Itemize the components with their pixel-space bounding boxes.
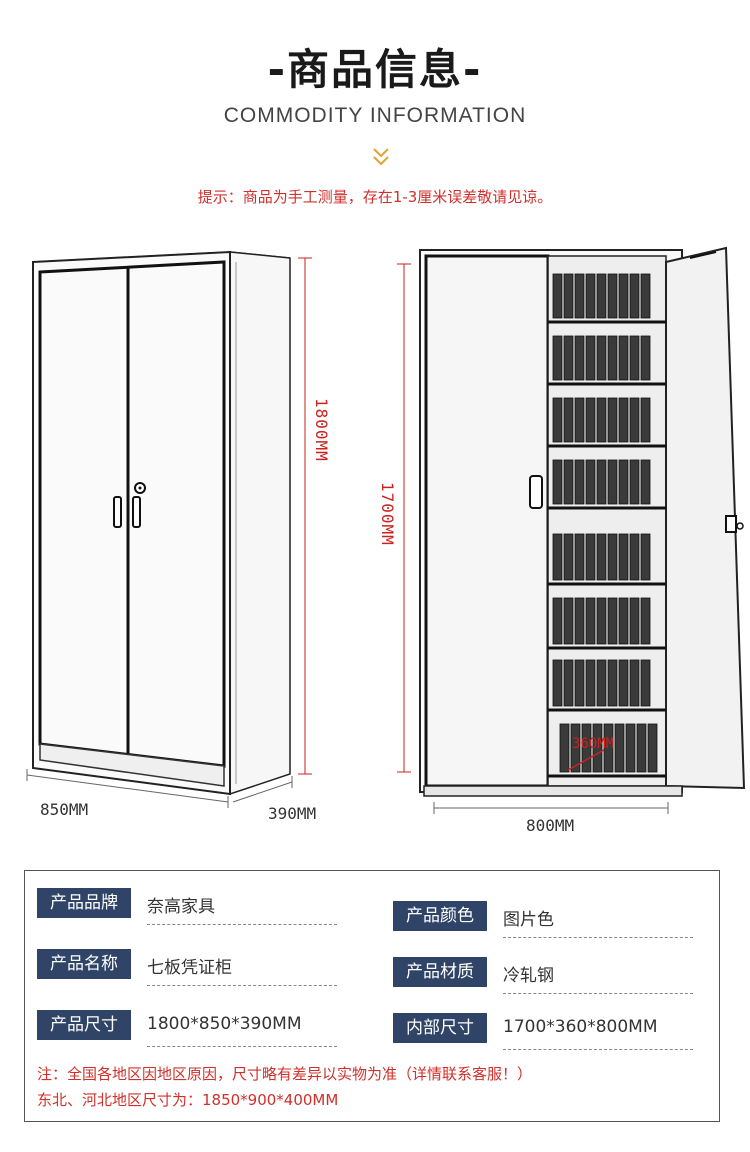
right-width-lines — [433, 802, 669, 814]
spec-inner-size-label: 内部尺寸 — [393, 1013, 487, 1043]
shelf-binders — [548, 273, 666, 778]
spec-name-value: 七板凭证柜 — [147, 958, 232, 978]
dashed-underline — [147, 924, 337, 925]
dashed-underline — [147, 1046, 337, 1047]
cabinet-drawings — [26, 246, 746, 814]
right-height-label: 1700MM — [378, 482, 397, 546]
right-dimension-lines — [397, 263, 411, 773]
spec-brand-label: 产品品牌 — [37, 888, 131, 918]
spec-brand-value: 奈高家具 — [147, 897, 215, 917]
dashed-underline — [503, 993, 693, 994]
spec-size-value: 1800*850*390MM — [147, 1014, 302, 1034]
open-cabinet-illustration — [419, 246, 746, 797]
left-width-lines — [26, 769, 293, 808]
dashed-underline — [503, 937, 693, 938]
page-title: -商品信息- — [267, 45, 483, 94]
left-height-label: 1800MM — [312, 398, 331, 462]
page-subtitle: COMMODITY INFORMATION — [223, 104, 527, 127]
chevron-down-icon — [373, 148, 389, 166]
dashed-underline — [147, 985, 337, 986]
dashed-underline — [503, 1049, 693, 1050]
left-width-label: 850MM — [40, 800, 89, 819]
left-depth-label: 390MM — [268, 804, 317, 823]
region-note-line2: 东北、河北地区尺寸为：1850*900*400MM — [37, 1091, 339, 1109]
left-dimension-lines — [298, 257, 312, 775]
closed-cabinet-illustration — [32, 250, 291, 796]
region-note-line1: 注：全国各地区因地区原因，尺寸略有差异以实物为准（详情联系客服！） — [37, 1065, 533, 1083]
spec-color-label: 产品颜色 — [393, 901, 487, 931]
spec-material-label: 产品材质 — [393, 957, 487, 987]
spec-name-label: 产品名称 — [37, 949, 131, 979]
measurement-notice: 提示：商品为手工测量，存在1-3厘米误差敬请见谅。 — [197, 188, 553, 206]
product-info-panel: 产品品牌 奈高家具 产品颜色 图片色 产品名称 七板凭证柜 产品材质 冷轧钢 产… — [24, 870, 720, 1122]
spec-material-value: 冷轧钢 — [503, 966, 554, 986]
right-depth-label: 360MM — [572, 736, 615, 752]
spec-color-value: 图片色 — [503, 910, 554, 930]
spec-inner-size-value: 1700*360*800MM — [503, 1017, 658, 1037]
spec-size-label: 产品尺寸 — [37, 1010, 131, 1040]
right-width-label: 800MM — [526, 816, 575, 835]
